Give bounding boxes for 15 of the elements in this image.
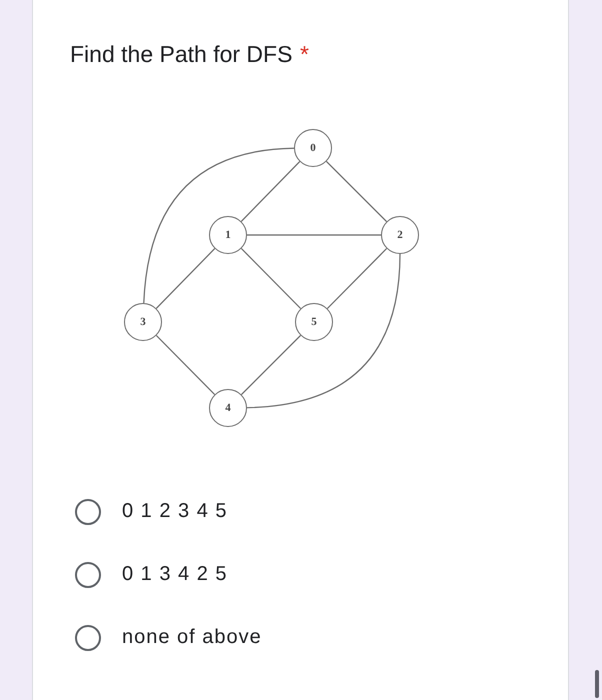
- graph-edge: [247, 234, 381, 236]
- question-title: Find the Path for DFS: [70, 40, 292, 69]
- graph-edge: [326, 161, 387, 222]
- option-label: none of above: [122, 625, 262, 649]
- option-label: 0 1 2 3 4 5: [122, 499, 228, 523]
- graph-edge: [156, 335, 216, 395]
- required-asterisk: *: [300, 40, 309, 69]
- graph-edge: [156, 248, 216, 309]
- graph-edge: [240, 248, 302, 309]
- option-label: 0 1 3 4 2 5: [122, 562, 228, 586]
- graph-edge: [143, 148, 294, 304]
- graph-edge: [241, 335, 301, 395]
- graph-edge: [240, 161, 300, 222]
- graph-edge: [326, 248, 388, 309]
- graph-edge: [246, 254, 401, 408]
